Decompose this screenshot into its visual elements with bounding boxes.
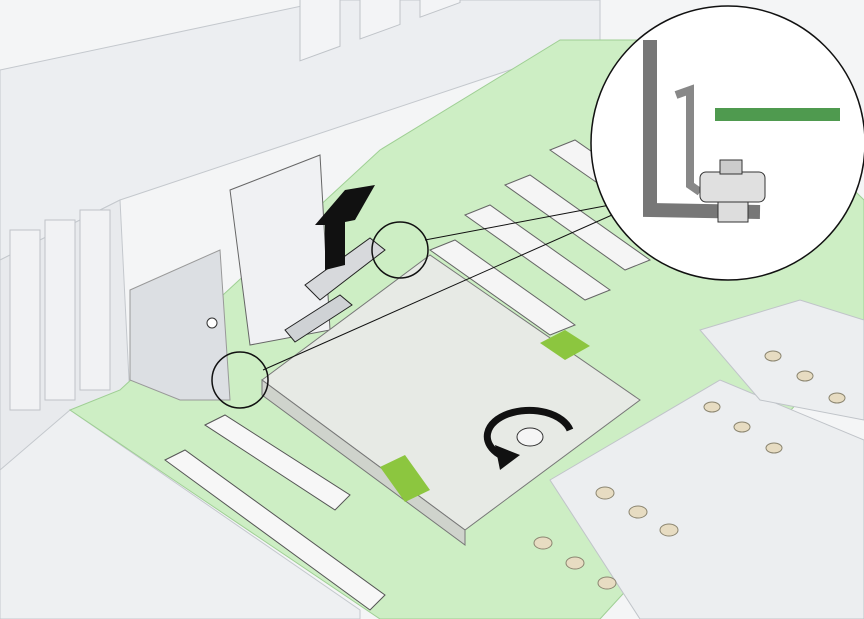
callout-circle-front <box>211 351 269 409</box>
header-connector <box>284 294 353 343</box>
thumbscrew <box>516 427 544 447</box>
callout-circle-rear <box>371 221 429 279</box>
left-bracket-bank <box>9 209 111 411</box>
detail-callout <box>590 5 864 281</box>
lift-up-arrow <box>315 185 375 270</box>
card-pad <box>540 330 590 360</box>
ribbon-connector <box>304 237 386 301</box>
callout-leader <box>262 214 613 371</box>
pci-brackets <box>299 0 461 62</box>
bracket-screw <box>206 317 218 329</box>
lower-pcie-slots <box>164 414 386 611</box>
heatsink-area <box>549 299 864 619</box>
rotate-arrow-head <box>495 445 520 470</box>
power-supply-block <box>129 249 231 401</box>
callout-pcb-edge <box>715 108 840 121</box>
callout-leader <box>424 204 611 241</box>
chassis-front-panel <box>0 409 361 619</box>
rotate-screw-arrow <box>483 406 574 458</box>
standoffs <box>533 350 846 590</box>
card-pad <box>380 455 430 502</box>
callout-screw <box>699 171 766 203</box>
